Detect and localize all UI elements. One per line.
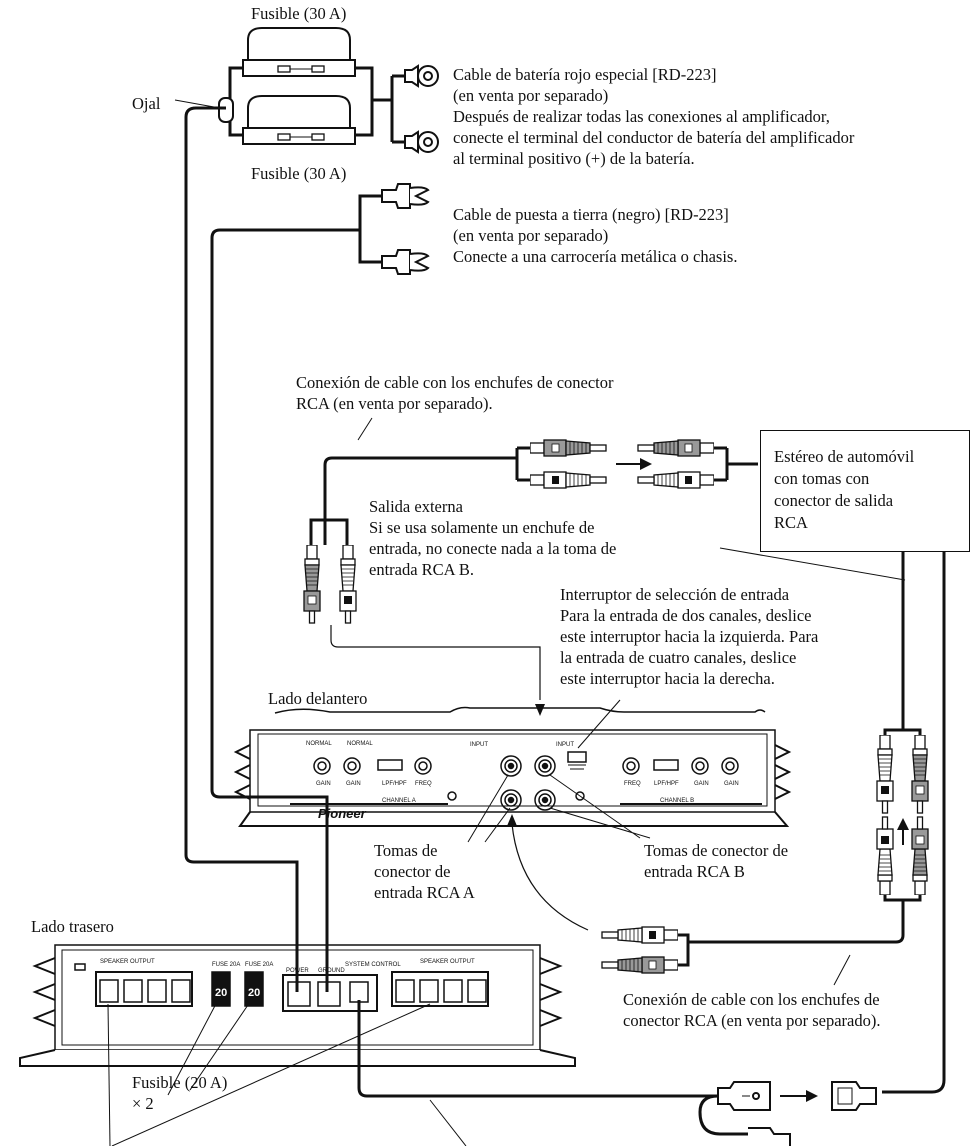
panel-freq-a: FREQ: [415, 781, 432, 787]
rear-fuse-label-2: FUSE 20A: [245, 962, 273, 968]
grommet-label: Ojal: [132, 94, 161, 113]
amplifier-rear-panel: [19, 944, 576, 1067]
car-stereo-label: Estéreo de automóvil con tomas con conec…: [774, 447, 915, 532]
rear-speaker-output-a: SPEAKER OUTPUT: [100, 959, 155, 965]
rear-ground-label: GROUND: [318, 968, 345, 974]
panel-gain-a-l: GAIN: [316, 781, 331, 787]
grommet: [218, 97, 234, 123]
panel-gain-b-r: GAIN: [724, 781, 739, 787]
fuse-mark-2: 20: [248, 987, 260, 999]
external-output-note: Salida externa Si se usa solamente un en…: [369, 497, 617, 579]
panel-input-label-b: INPUT: [556, 742, 574, 748]
spade-terminal-top: [381, 183, 430, 209]
rear-speaker-output-b: SPEAKER OUTPUT: [420, 959, 475, 965]
ground-cable-note: Cable de puesta a tierra (negro) [RD-223…: [453, 205, 738, 266]
svg-text:NORMAL: NORMAL: [306, 741, 332, 747]
battery-cable-note: Cable de batería rojo especial [RD-223] …: [453, 65, 855, 168]
front-side-label: Lado delantero: [268, 689, 368, 708]
car-stereo-box: [760, 430, 970, 552]
panel-freq-b: FREQ: [624, 781, 641, 787]
rca-plug-top-white: [530, 471, 607, 489]
fuse-wires: [228, 66, 405, 144]
rca-a-jacks-label: Tomas de conector de entrada RCA A: [374, 841, 475, 902]
fuse-holder-bottom: [242, 95, 356, 145]
rear-system-label: SYSTEM CONTROL: [345, 962, 401, 968]
rca-plug-stereo-red: [911, 735, 929, 814]
panel-input-label-a: INPUT: [470, 742, 488, 748]
panel-channel-a: CHANNEL A: [382, 798, 416, 804]
rca-plug-top-red: [530, 439, 607, 457]
fuse-20a-label: Fusible (20 A) × 2: [132, 1073, 228, 1113]
ring-terminal-bottom: [404, 130, 439, 154]
spade-terminal-bottom: [381, 249, 430, 275]
fuse-holder-top: [242, 27, 356, 77]
rear-side-label: Lado trasero: [31, 917, 114, 936]
fuse-30a-top-label: Fusible (30 A): [251, 4, 347, 23]
rca-b-jacks-label: Tomas de conector de entrada RCA B: [644, 841, 789, 881]
fuse-30a-bottom-label: Fusible (30 A): [251, 164, 347, 183]
pioneer-logo: Pioneer: [318, 806, 367, 821]
rca-cable-top-note: Conexión de cable con los enchufes de co…: [296, 373, 614, 413]
panel-lpf-a: LPF/HPF: [382, 781, 407, 787]
svg-text:NORMAL: NORMAL: [347, 741, 373, 747]
fuse-mark-1: 20: [215, 987, 227, 999]
panel-gain-b-l: GAIN: [694, 781, 709, 787]
ring-terminal-top: [404, 64, 439, 88]
input-switch-note: Interruptor de selección de entrada Para…: [560, 585, 819, 688]
rca-plug-ext-white: [339, 545, 357, 624]
panel-channel-b: CHANNEL B: [660, 798, 694, 804]
rca-cable-bottom-note: Conexión de cable con los enchufes de co…: [623, 990, 881, 1030]
panel-gain-a-r: GAIN: [346, 781, 361, 787]
ground-cable: [184, 106, 382, 855]
rca-cable-top-wires: [309, 446, 758, 555]
rear-fuse-label-1: FUSE 20A: [212, 962, 240, 968]
rca-plug-stereo-white: [876, 735, 894, 814]
system-control-connectors: [717, 1081, 877, 1146]
panel-lpf-b: LPF/HPF: [654, 781, 679, 787]
rca-plug-ext-red: [303, 545, 321, 624]
